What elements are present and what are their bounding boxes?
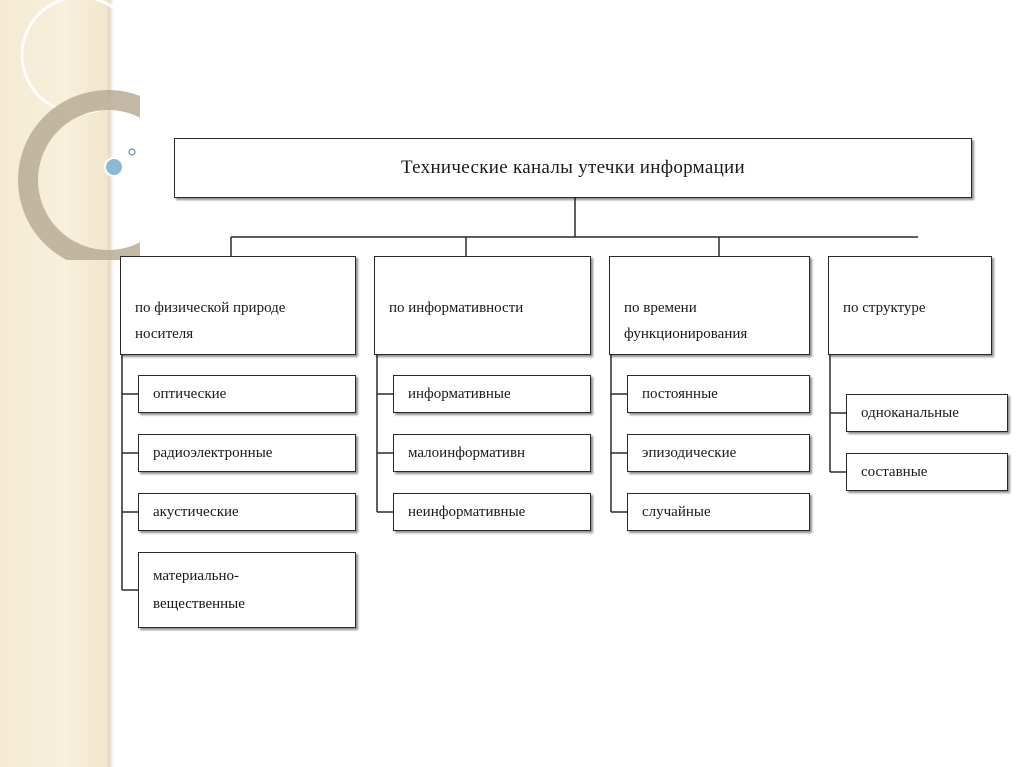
category-label: по времени функционирования bbox=[624, 300, 748, 342]
item-radioelectronic: радиоэлектронные bbox=[138, 434, 356, 472]
item-label: постоянные bbox=[642, 386, 718, 402]
category-operation-time: по времени функционирования bbox=[609, 256, 810, 355]
item-label: материально- вещественные bbox=[153, 568, 245, 612]
item-label: случайные bbox=[642, 504, 711, 520]
category-label: по физической природе носителя bbox=[135, 300, 286, 342]
item-episodic: эпизодические bbox=[627, 434, 810, 472]
item-permanent: постоянные bbox=[627, 375, 810, 413]
item-single-channel: одноканальные bbox=[846, 394, 1008, 432]
item-label: акустические bbox=[153, 504, 239, 520]
item-random: случайные bbox=[627, 493, 810, 531]
item-label: неинформативные bbox=[408, 504, 526, 520]
category-physical-nature: по физической природе носителя bbox=[120, 256, 356, 355]
item-non-informative: неинформативные bbox=[393, 493, 591, 531]
item-label: составные bbox=[861, 464, 928, 480]
diagram-title-box: Технические каналы утечки информации bbox=[174, 138, 972, 198]
item-informative: информативные bbox=[393, 375, 591, 413]
item-material: материально- вещественные bbox=[138, 552, 356, 628]
category-informativeness: по информативности bbox=[374, 256, 591, 355]
item-label: оптические bbox=[153, 386, 227, 402]
item-composite: составные bbox=[846, 453, 1008, 491]
item-label: радиоэлектронные bbox=[153, 445, 273, 461]
item-label: эпизодические bbox=[642, 445, 737, 461]
item-label: малоинформативн bbox=[408, 445, 526, 461]
category-label: по структуре bbox=[843, 300, 926, 316]
diagram-title: Технические каналы утечки информации bbox=[401, 157, 745, 178]
category-structure: по структуре bbox=[828, 256, 992, 355]
decorative-rings-icon bbox=[18, 0, 140, 260]
item-label: информативные bbox=[408, 386, 511, 402]
item-low-informative: малоинформативн bbox=[393, 434, 591, 472]
band-edge-shadow bbox=[108, 0, 114, 767]
item-label: одноканальные bbox=[861, 405, 959, 421]
item-acoustic: акустические bbox=[138, 493, 356, 531]
item-optical: оптические bbox=[138, 375, 356, 413]
category-label: по информативности bbox=[389, 300, 524, 316]
